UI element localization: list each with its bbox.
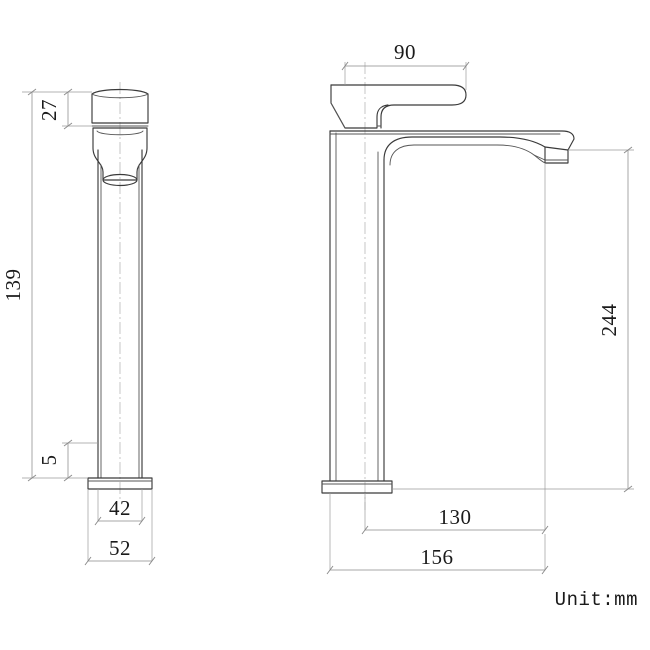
dim-52-tick-right [148, 556, 156, 566]
left-view-dimensions: 27 139 5 42 [1, 88, 156, 566]
dim-label-27: 27 [37, 99, 61, 121]
dim-130-tick-left [361, 525, 369, 535]
unit-note: Unit:mm [555, 589, 638, 611]
cap-top-arc [91, 88, 149, 95]
dim-label-52: 52 [109, 536, 131, 560]
dim-90-tick-left [341, 61, 349, 71]
dim-156-tick-left [326, 565, 334, 575]
spout-top-deck [329, 130, 575, 151]
dim-244-tick-top [623, 146, 633, 154]
dim-label-139: 139 [1, 269, 25, 302]
dim-label-244: 244 [597, 304, 621, 337]
spout-nose-block [544, 146, 569, 164]
dim-5-tick-bottom [63, 474, 73, 482]
dim-label-90: 90 [394, 40, 416, 64]
dim-27-tick-bottom [63, 122, 73, 130]
lever-handle-body [330, 84, 389, 129]
spout-outer-curve [383, 136, 569, 161]
right-view-geometry [321, 62, 575, 510]
collar-top-inner-arc [96, 130, 144, 136]
spout-inner-curve [389, 144, 546, 166]
body-side-lines [97, 149, 143, 479]
dim-label-156: 156 [421, 545, 454, 569]
dim-label-130: 130 [439, 505, 472, 529]
dim-130-tick-right [541, 525, 549, 535]
spout-nose-taper [533, 154, 546, 164]
collar-bottom-ellipse [102, 173, 138, 187]
dim-139-tick-bottom [27, 474, 37, 482]
right-base-plate [321, 480, 393, 494]
lever-handle-top [330, 84, 467, 129]
dim-27-tick-top [63, 88, 73, 96]
dim-label-5: 5 [37, 455, 61, 466]
right-view-dimensions: 90 244 130 156 [326, 40, 634, 575]
dim-42-tick-right [138, 516, 146, 526]
cap-cylinder-sides [91, 93, 149, 124]
lever-handle-angle-edge [330, 102, 346, 129]
cap-top-inner-arc [91, 93, 149, 99]
dim-52-tick-left [84, 556, 92, 566]
dim-90-tick-right [462, 61, 470, 71]
dim-42-tick-left [94, 516, 102, 526]
body-inner-shading-lines [100, 164, 140, 479]
dim-5-tick-top [63, 439, 73, 447]
dim-156-tick-right [541, 565, 549, 575]
dim-139-tick-top [27, 88, 37, 96]
dim-label-42: 42 [109, 496, 131, 520]
left-view-geometry [87, 82, 153, 500]
dim-244-tick-bottom [623, 485, 633, 493]
